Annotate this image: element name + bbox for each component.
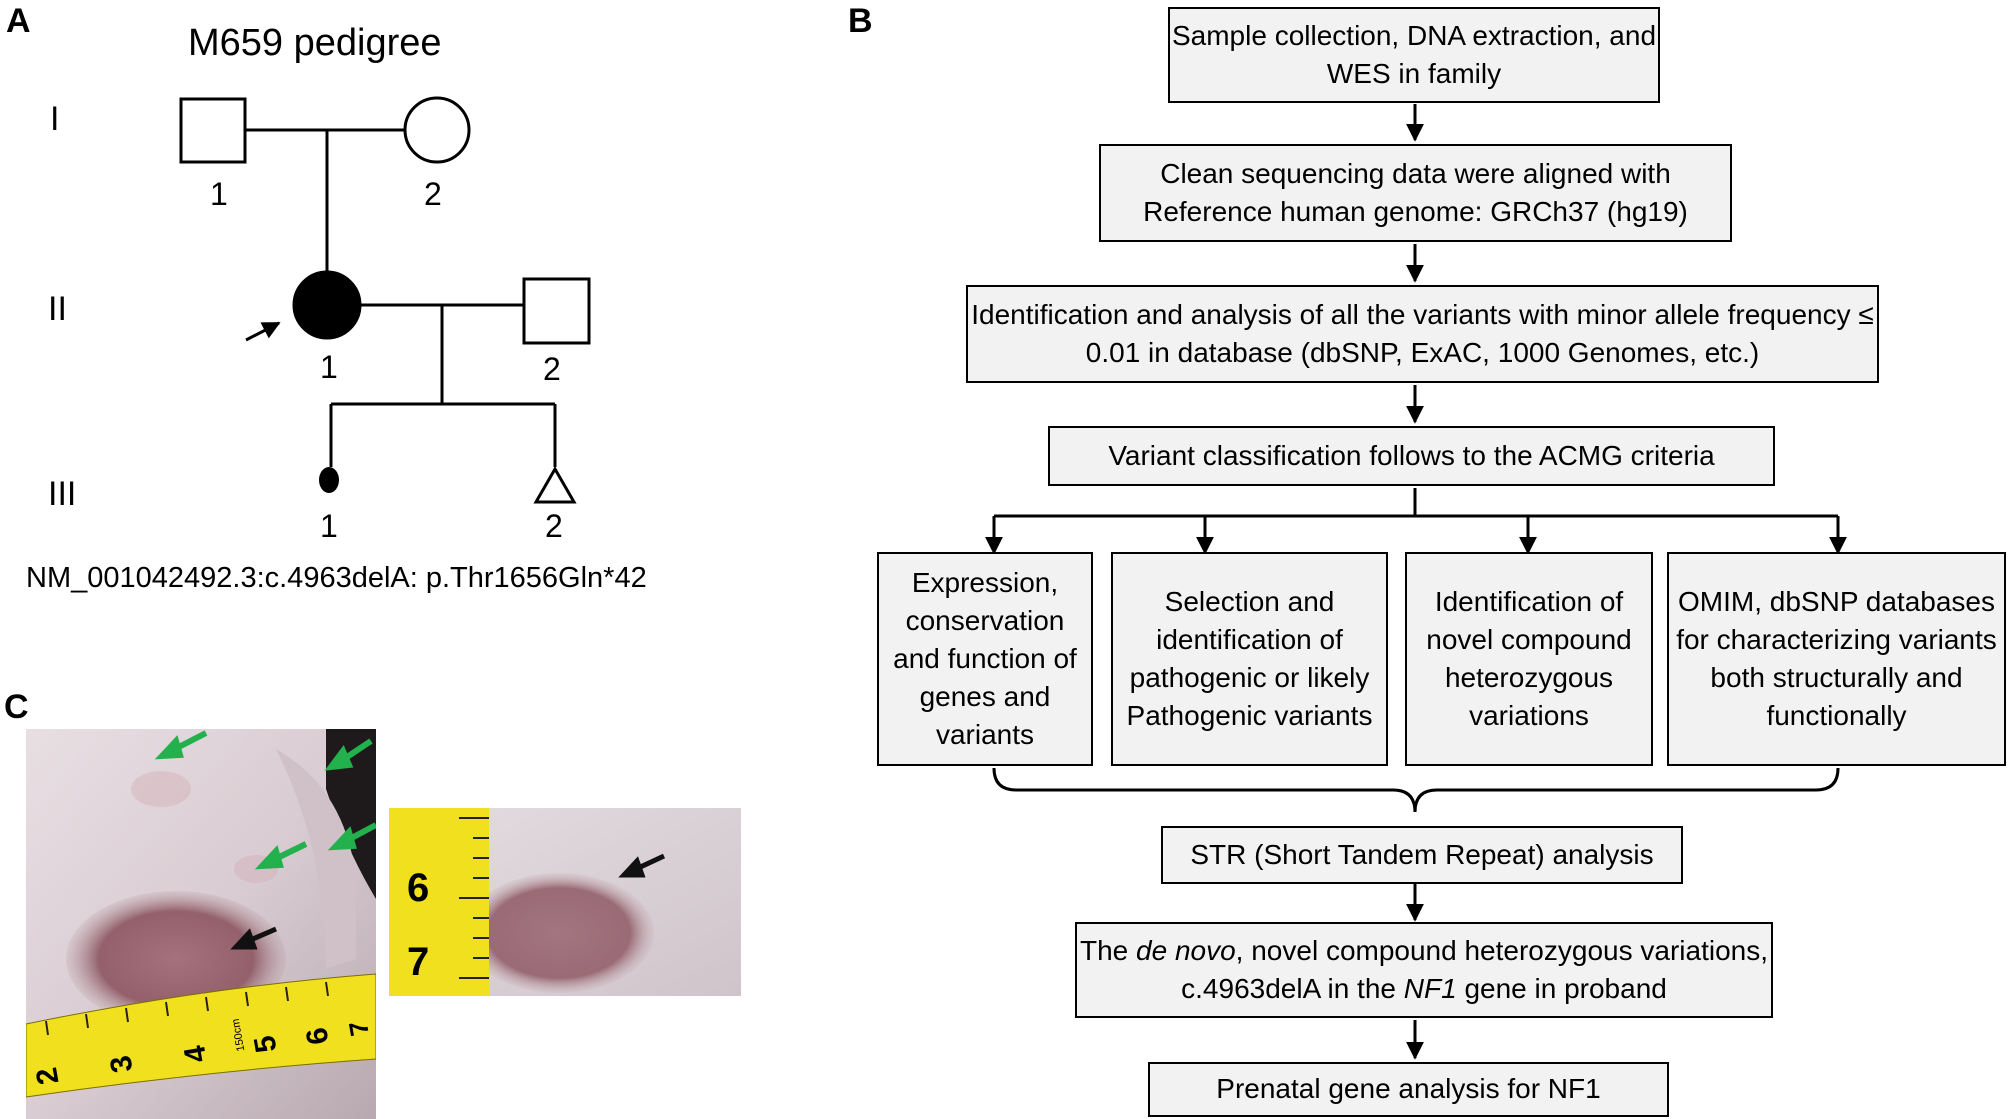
- individual-number-ii1: 1: [320, 349, 338, 385]
- generation-label-ii: II: [48, 290, 67, 328]
- pedigree-male-ii2: [522, 277, 591, 345]
- tape-number-7-closeup: 7: [407, 940, 430, 984]
- flow-step-alignment: Clean sequencing data were aligned with …: [1099, 144, 1732, 242]
- panel-label-c: C: [4, 688, 29, 726]
- pedigree-miscarriage-triangle-iii2: [533, 465, 577, 504]
- pedigree-affected-female-ii1: [292, 270, 362, 340]
- flow-step-de-novo-result: The de novo, novel compound heterozygous…: [1075, 922, 1773, 1018]
- flow-branch-databases: OMIM, dbSNP databases for characterizing…: [1667, 552, 2006, 766]
- generation-label-i: I: [50, 100, 60, 138]
- merge-brace: [992, 767, 1840, 813]
- lesion-photo-trunk: 2 3 4 150cm 5 6 7: [26, 729, 376, 1119]
- individual-number-iii2: 2: [545, 508, 563, 544]
- variant-label: NM_001042492.3:c.4963delA: p.Thr1656Gln*…: [26, 562, 647, 594]
- individual-number-iii1: 1: [320, 508, 338, 544]
- pedigree-male-i1: [179, 97, 247, 164]
- tape-number-6-closeup: 6: [407, 866, 430, 910]
- proband-arrow-icon: [245, 321, 281, 342]
- pedigree-affected-pregnancy-iii1: [319, 467, 339, 493]
- tape-measure: [26, 973, 376, 1098]
- pedigree-title: M659 pedigree: [188, 22, 442, 64]
- individual-number-ii2: 2: [543, 351, 561, 387]
- tape-measure-vertical: [389, 808, 489, 996]
- flow-step-acmg-classification: Variant classification follows to the AC…: [1048, 426, 1775, 486]
- flow-branch-expression: Expression, conservation and function of…: [877, 552, 1093, 766]
- flow-step-prenatal-analysis: Prenatal gene analysis for NF1: [1148, 1062, 1669, 1117]
- flow-step-sample-collection: Sample collection, DNA extraction, and W…: [1168, 7, 1660, 103]
- panel-label-b: B: [848, 2, 873, 40]
- individual-number-i1: 1: [210, 176, 228, 212]
- generation-label-iii: III: [48, 475, 77, 513]
- pedigree-female-i2: [403, 96, 471, 164]
- individual-number-i2: 2: [424, 176, 442, 212]
- panel-label-a: A: [6, 2, 31, 40]
- flow-branch-compound-heterozygous: Identification of novel compound heteroz…: [1405, 552, 1653, 766]
- flow-branch-pathogenic: Selection and identification of pathogen…: [1111, 552, 1388, 766]
- flow-step-str-analysis: STR (Short Tandem Repeat) analysis: [1161, 826, 1683, 884]
- flow-step-variant-filtering: Identification and analysis of all the v…: [966, 285, 1879, 383]
- lesion-photo-closeup: 6 7: [389, 808, 741, 996]
